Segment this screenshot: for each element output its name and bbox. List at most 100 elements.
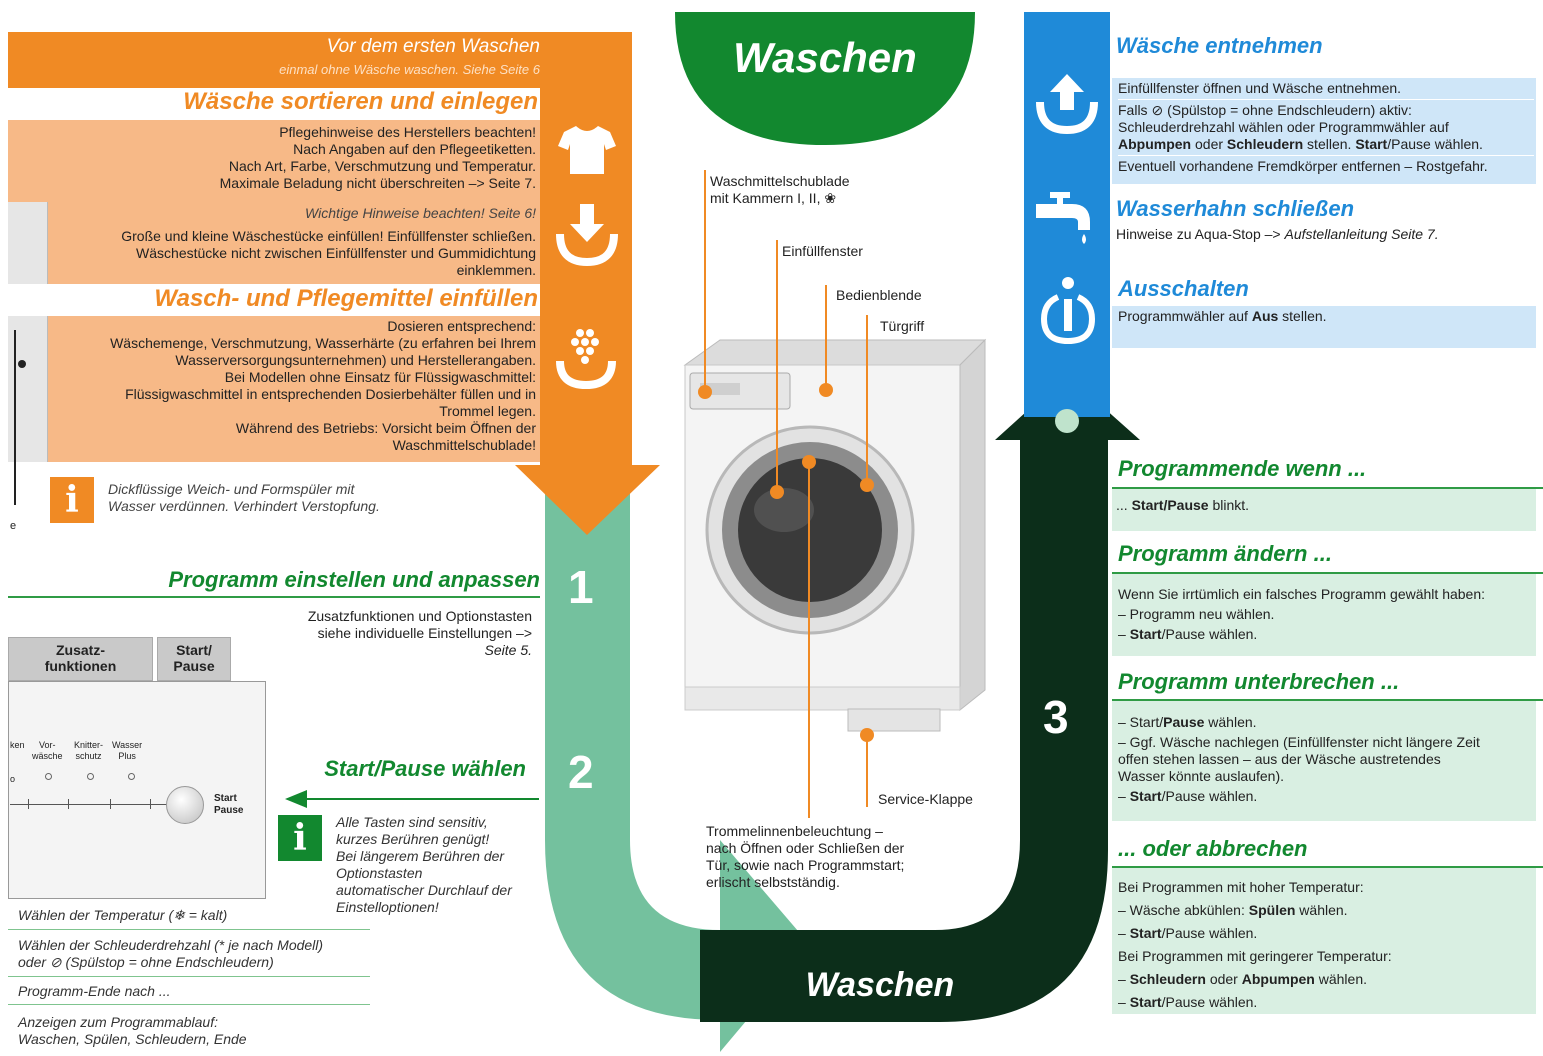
panel-tab-start: Start/ Pause [157,637,231,681]
panel-label-water: Wasser Plus [112,740,143,761]
step-2-number: 2 [568,746,594,798]
spin-text: Wählen der Schleuderdrehzahl (* je nach … [18,937,324,970]
end-title: Programmende wenn ... [1118,456,1367,481]
panel-tick-2 [68,799,69,809]
panel-led-0: o [10,774,16,784]
window-pointer-dot [770,485,784,499]
panel-tick-3 [110,799,111,809]
start-pause-button[interactable] [166,786,204,824]
pause-box [1112,701,1536,821]
panel-led-2 [87,773,94,780]
panel-tick-4 [150,799,151,809]
abort-title-line [1112,866,1543,868]
handle-label: Türgriff [880,318,925,334]
drawer-pointer-dot [698,385,712,399]
service-pointer-line [866,735,868,807]
detergent-title: Wasch- und Pflegemittel einfüllen [154,285,538,312]
panel-led-3 [128,773,135,780]
abort-text: Bei Programmen mit hoher Temperatur: – W… [1118,879,1392,1010]
step-1-number: 1 [568,561,594,613]
program-title: Programm einstellen und anpassen [168,567,540,592]
light-pointer-line [808,462,810,818]
mint-flow-arrow [545,480,810,1052]
service-label: Service-Klappe [878,791,973,807]
unload-icon [1036,74,1098,134]
spin-divider [8,976,370,977]
remove-box [1112,78,1536,184]
tap-text: Hinweise zu Aqua-Stop –> Aufstellanleitu… [1116,226,1439,242]
top-green-semicircle [675,12,975,145]
panel-label-ken: ken [10,740,25,750]
bottom-title: Waschen [805,966,955,1004]
sort-text: Pflegehinweise des Herstellers beachten!… [219,124,536,191]
abort-box [1112,868,1536,1014]
window-pointer-line [776,240,778,492]
darkgreen-flow-arrow [700,375,1140,1022]
panel-label-crease: Knitter- schutz [74,740,104,761]
orange-info-icon: i [50,477,94,523]
pause-title-line [1112,699,1543,701]
panel-start-label: Start Pause [214,793,244,816]
panel-tick-1 [28,799,29,809]
light-pointer-dot [802,455,816,469]
orange-header-band [8,32,632,88]
remove-title: Wäsche entnehmen [1116,33,1323,58]
panel-pointer-dot [819,383,833,397]
control-panel-illustration [8,681,266,899]
drum-light-text: Trommelinnenbeleuchtung – nach Öffnen od… [706,823,905,890]
remove-text: Einfüllfenster öffnen und Wäsche entnehm… [1118,80,1534,175]
panel-edge-letter: e [10,520,17,532]
top-title: Waschen [733,34,917,81]
panel-led-1 [45,773,52,780]
change-text: Wenn Sie irrtümlich ein falsches Program… [1118,586,1486,642]
program-end-divider [8,1004,370,1005]
off-box [1112,306,1536,348]
drawer-label: Waschmittelschublade mit Kammern I, II, … [710,173,850,206]
change-title-line [1112,572,1543,574]
display-text: Anzeigen zum Programmablauf: Waschen, Sp… [18,1014,247,1047]
service-pointer-dot [860,728,874,742]
step-3-number: 3 [1043,691,1069,743]
panel-tab-extra: Zusatz- funktionen [8,637,153,681]
orange-arrow-tip [515,465,660,535]
thumb-pointer-dot [18,360,26,368]
panel-rail [10,804,170,805]
panel-label: Bedienblende [836,287,922,303]
touch-text: Alle Tasten sind sensitiv, kurzes Berühr… [336,814,512,915]
end-text: ... Start/Pause blinkt. [1116,497,1250,513]
hint-line: Wichtige Hinweise beachten! Seite 6! [305,205,536,221]
tap-icon [1036,192,1090,244]
startpause-title: Start/Pause wählen [324,756,526,781]
panel-label-prewash: Vor- wäsche [32,740,63,761]
pause-title: Programm unterbrechen ... [1118,669,1400,694]
load-box [48,202,540,284]
machine-thumbnail-1 [8,202,48,284]
status-dot [1055,409,1079,433]
sort-box [8,120,540,202]
orange-bar [540,32,632,467]
load-icon [556,204,618,266]
detergent-text: Dosieren entsprechend: Wäschemenge, Vers… [110,318,536,453]
handle-pointer-line [866,315,868,485]
washing-machine-illustration [683,338,987,732]
detergent-icon [556,329,616,389]
panel-pointer-line [825,285,827,390]
temperature-divider [8,929,370,930]
power-info-icon [1040,277,1096,345]
abort-title: ... oder abbrechen [1118,836,1308,861]
change-box [1112,574,1536,656]
temperature-line: Wählen der Temperatur (❄ = kalt) [18,907,228,923]
window-label: Einfüllfenster [782,243,863,259]
handle-pointer-dot [860,478,874,492]
drawer-pointer-line [704,170,706,392]
arrow-left-icon [285,790,539,808]
first-wash-title: Vor dem ersten Waschen [326,36,540,57]
off-text: Programmwähler auf Aus stellen. [1118,308,1327,324]
change-title: Programm ändern ... [1118,541,1332,566]
tap-title: Wasserhahn schließen [1116,196,1355,221]
load-text: Große und kleine Wäschestücke einfüllen!… [121,228,536,278]
first-wash-subtitle: einmal ohne Wäsche waschen. Siehe Seite … [279,62,540,77]
off-title: Ausschalten [1118,276,1249,301]
end-title-line [1112,487,1543,489]
